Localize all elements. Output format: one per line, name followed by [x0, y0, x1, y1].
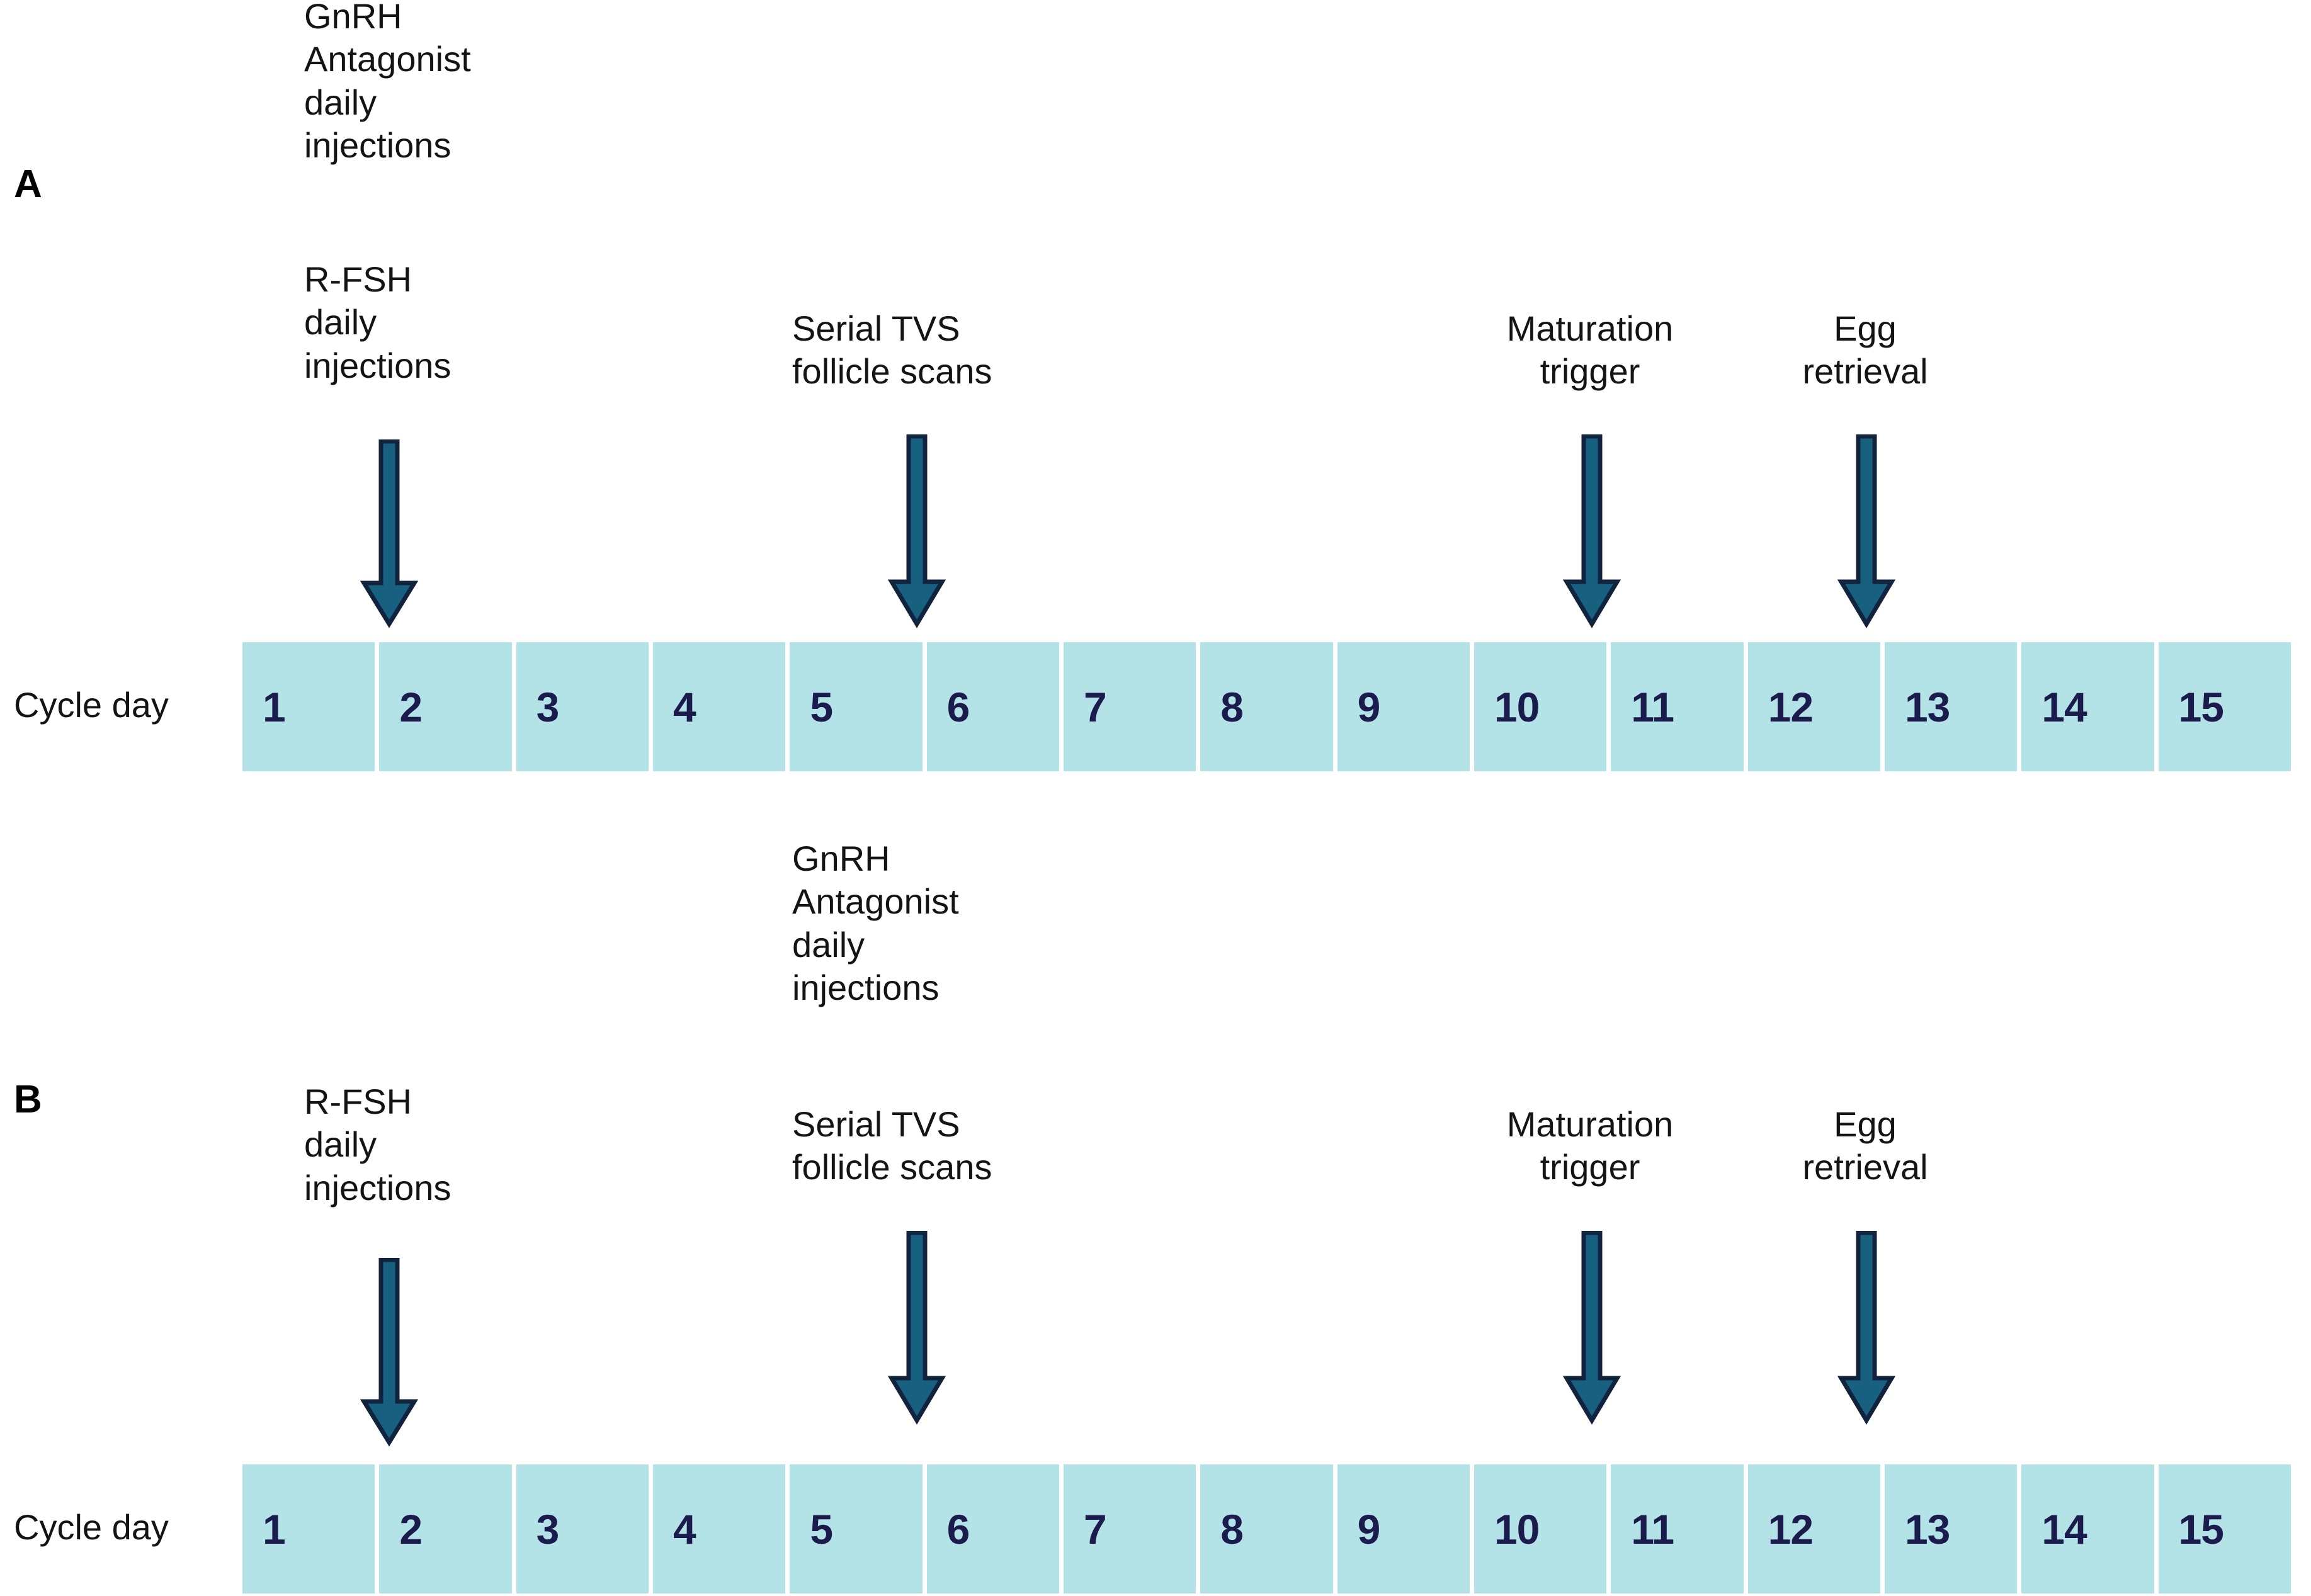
- panel-b-annotation-gnrh-antagonist: GnRH Antagonist daily injections: [792, 839, 959, 1007]
- day-cell[interactable]: 11: [1611, 1464, 1744, 1593]
- day-cell[interactable]: 12: [1747, 642, 1880, 771]
- panel-b-annotation-serial-tvs: Serial TVS follicle scans: [792, 1104, 992, 1187]
- day-number: 9: [1357, 683, 1381, 730]
- panel-a-annotation-egg-retrieval: Egg retrieval: [1802, 308, 1928, 392]
- day-number: 14: [2041, 1505, 2087, 1553]
- panel-a-annotation-gnrh-antagonist: GnRH Antagonist daily injections: [304, 0, 471, 165]
- day-number: 13: [1904, 1505, 1950, 1553]
- day-cell[interactable]: 1: [242, 642, 375, 771]
- day-number: 5: [810, 1505, 833, 1553]
- day-cell[interactable]: 5: [790, 642, 923, 771]
- panel-b-arrow-maturation-trigger: [1563, 1231, 1621, 1425]
- day-number: 8: [1220, 1505, 1244, 1553]
- panel-b-cycle-day-label: Cycle day: [14, 1507, 169, 1547]
- day-number: 6: [946, 1505, 970, 1553]
- day-cell[interactable]: 3: [516, 1464, 649, 1593]
- day-number: 3: [536, 1505, 560, 1553]
- day-cell[interactable]: 13: [1884, 642, 2018, 771]
- panel-b-arrow-egg-retrieval: [1837, 1231, 1895, 1425]
- panel-b-annotation-maturation-trigger: Maturation trigger: [1506, 1104, 1674, 1187]
- day-cell[interactable]: 15: [2158, 1464, 2291, 1593]
- day-number: 10: [1494, 1505, 1540, 1553]
- day-number: 3: [536, 683, 560, 730]
- day-number: 15: [2178, 1505, 2224, 1553]
- day-cell[interactable]: 14: [2021, 642, 2154, 771]
- day-number: 12: [1768, 683, 1814, 730]
- panel-b-annotation-r-fsh: R-FSH daily injections: [304, 1082, 451, 1208]
- day-number: 8: [1220, 683, 1244, 730]
- day-number: 4: [673, 683, 696, 730]
- day-cell[interactable]: 15: [2158, 642, 2291, 771]
- day-number: 13: [1904, 683, 1950, 730]
- day-number: 1: [263, 1505, 286, 1553]
- day-number: 7: [1083, 1505, 1107, 1553]
- day-cell[interactable]: 3: [516, 642, 649, 771]
- panel-a-arrow-maturation-trigger: [1563, 434, 1621, 628]
- day-cell[interactable]: 7: [1063, 642, 1196, 771]
- day-number: 5: [810, 683, 833, 730]
- day-number: 2: [399, 683, 423, 730]
- day-cell[interactable]: 4: [652, 1464, 786, 1593]
- day-number: 12: [1768, 1505, 1814, 1553]
- panel-letter-b: B: [14, 1078, 43, 1121]
- panel-a-annotation-serial-tvs: Serial TVS follicle scans: [792, 308, 992, 392]
- panel-b-arrow-serial-tvs: [888, 1231, 946, 1425]
- day-number: 14: [2041, 683, 2087, 730]
- day-number: 11: [1631, 683, 1674, 730]
- day-cell[interactable]: 6: [926, 1464, 1059, 1593]
- panel-a-arrow-r-fsh: [360, 439, 418, 628]
- day-cell[interactable]: 9: [1337, 1464, 1470, 1593]
- day-cell[interactable]: 1: [242, 1464, 375, 1593]
- day-number: 15: [2178, 683, 2224, 730]
- day-number: 1: [263, 683, 286, 730]
- panel-b-arrow-r-fsh: [360, 1258, 418, 1447]
- day-number: 6: [946, 683, 970, 730]
- panel-a-annotation-r-fsh: R-FSH daily injections: [304, 259, 451, 385]
- panel-a-cycle-day-label: Cycle day: [14, 685, 169, 725]
- panel-a-arrow-egg-retrieval: [1837, 434, 1895, 628]
- day-cell[interactable]: 8: [1200, 1464, 1333, 1593]
- day-cell[interactable]: 6: [926, 642, 1059, 771]
- day-cell[interactable]: 2: [379, 642, 512, 771]
- day-cell[interactable]: 14: [2021, 1464, 2154, 1593]
- day-cell[interactable]: 12: [1747, 1464, 1880, 1593]
- panel-a-arrow-serial-tvs: [888, 434, 946, 628]
- day-cell[interactable]: 13: [1884, 1464, 2018, 1593]
- day-number: 4: [673, 1505, 696, 1553]
- day-cell[interactable]: 9: [1337, 642, 1470, 771]
- panel-b-annotation-egg-retrieval: Egg retrieval: [1802, 1104, 1928, 1187]
- day-cell[interactable]: 5: [790, 1464, 923, 1593]
- day-number: 10: [1494, 683, 1540, 730]
- panel-a-annotation-maturation-trigger: Maturation trigger: [1506, 308, 1674, 392]
- day-cell[interactable]: 10: [1473, 1464, 1607, 1593]
- day-number: 7: [1083, 683, 1107, 730]
- day-cell[interactable]: 8: [1200, 642, 1333, 771]
- day-cell[interactable]: 4: [652, 642, 786, 771]
- panel-letter-a: A: [14, 162, 43, 206]
- day-cell[interactable]: 10: [1473, 642, 1607, 771]
- day-cell[interactable]: 2: [379, 1464, 512, 1593]
- day-number: 11: [1631, 1505, 1674, 1553]
- day-number: 2: [399, 1505, 423, 1553]
- day-number: 9: [1357, 1505, 1381, 1553]
- day-cell[interactable]: 11: [1611, 642, 1744, 771]
- day-cell[interactable]: 7: [1063, 1464, 1196, 1593]
